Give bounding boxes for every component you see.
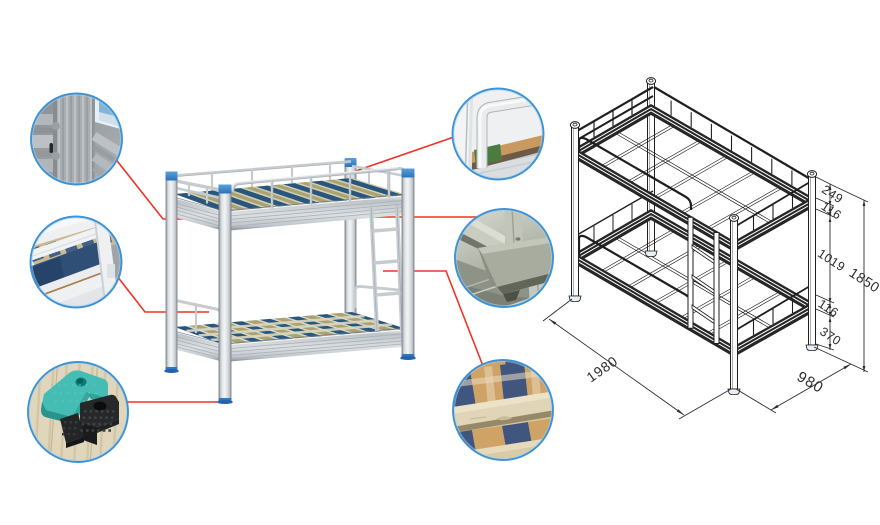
svg-text:1980: 1980 (583, 352, 620, 385)
svg-text:1019: 1019 (815, 246, 848, 274)
svg-text:1850: 1850 (846, 264, 880, 295)
svg-text:116: 116 (819, 199, 845, 222)
svg-text:116: 116 (816, 297, 842, 320)
svg-text:980: 980 (794, 368, 827, 397)
